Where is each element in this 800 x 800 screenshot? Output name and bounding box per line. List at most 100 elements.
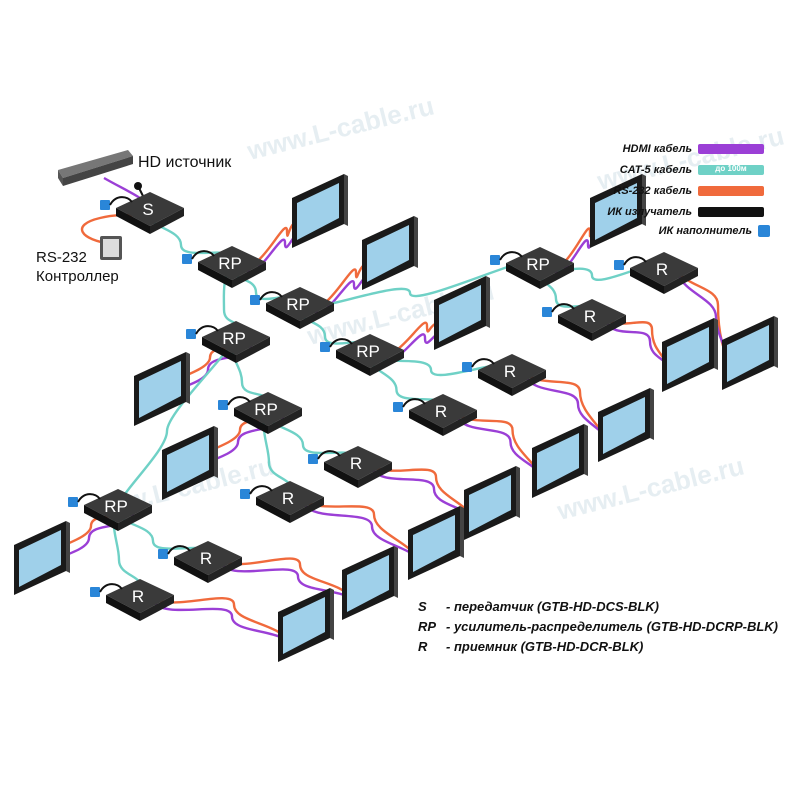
device-side <box>358 462 392 488</box>
note-rp-text: - усилитель-распределитель (GTB-HD-DCRP-… <box>446 619 779 634</box>
monitor-screen <box>167 435 209 492</box>
device-side <box>630 268 664 294</box>
monitor-display <box>434 276 490 350</box>
device-label: R <box>656 260 668 279</box>
ir-receiver-icon <box>90 587 100 597</box>
legend-cat5-swatch: до 100м <box>698 164 764 175</box>
receiver-device: R <box>158 541 242 583</box>
monitor-edge <box>330 588 334 640</box>
monitor-screen <box>347 555 389 612</box>
ir-receiver-icon <box>186 329 196 339</box>
legend-rs232-swatch <box>698 186 764 196</box>
ir-receiver-icon <box>542 307 552 317</box>
note-r-text: - приемник (GTB-HD-DCR-BLK) <box>446 639 644 654</box>
monitor-screen <box>413 515 455 572</box>
ir-cable <box>191 250 215 260</box>
device-top <box>506 247 574 281</box>
monitor-edge <box>486 276 490 328</box>
monitor-display <box>662 318 718 392</box>
legend-rs232-label: RS-232 кабель <box>613 185 692 197</box>
ir-receiver-icon <box>490 255 500 265</box>
cable-line <box>302 501 426 568</box>
receiver-device: R <box>393 394 477 436</box>
ir-receiver-icon <box>250 295 260 305</box>
device-side <box>443 410 477 436</box>
ir-receiver-icon <box>462 362 472 372</box>
ir-cable <box>329 338 353 348</box>
device-label: R <box>584 307 596 326</box>
device-top <box>116 192 184 226</box>
legend-cat5-tag: до 100м <box>715 164 747 173</box>
device-side <box>290 497 324 523</box>
monitor-edge <box>584 424 588 476</box>
device-side <box>409 410 443 436</box>
device-label: RP <box>254 400 278 419</box>
monitor-display <box>362 216 418 290</box>
device-top <box>198 246 266 280</box>
device-label: R <box>282 489 294 508</box>
controller-label-line2: Контроллер <box>36 268 119 285</box>
device-side <box>236 337 270 363</box>
device-label: RP <box>526 255 550 274</box>
legend-hdmi: HDMI кабель <box>623 143 764 155</box>
ir-cable <box>259 291 283 301</box>
device-top <box>558 299 626 333</box>
ir-cable <box>109 196 133 206</box>
ir-receiver-icon <box>614 260 624 270</box>
note-rp-code: RP <box>418 619 437 634</box>
legend-ir-emitter-label: ИК излучатель <box>607 206 692 218</box>
device-top <box>84 489 152 523</box>
monitor-edge <box>344 174 348 226</box>
ir-receiver-icon <box>240 489 250 499</box>
repeater-device: RP <box>250 287 334 329</box>
device-top <box>324 446 392 480</box>
legend-ir-receiver: ИК наполнитель <box>658 225 770 237</box>
device-label: RP <box>104 497 128 516</box>
ir-receiver-icon <box>393 402 403 412</box>
legend-ir-receiver-label: ИК наполнитель <box>658 225 752 237</box>
device-label: R <box>200 549 212 568</box>
monitor-screen <box>595 183 637 240</box>
monitor-display <box>408 506 464 580</box>
monitor-edge <box>714 318 718 370</box>
device-label: R <box>504 362 516 381</box>
device-label: R <box>435 402 447 421</box>
repeater-device: RP <box>218 392 302 434</box>
monitor-display <box>598 388 654 462</box>
monitor-display <box>134 352 190 426</box>
monitor-display <box>278 588 334 662</box>
receiver-device: R <box>90 579 174 621</box>
monitor-display <box>532 424 588 498</box>
watermark-text: www.L-cable.ru <box>243 90 437 166</box>
device-top <box>256 481 324 515</box>
monitor-display <box>14 521 70 595</box>
legend-cat5: CAT-5 кабель до 100м <box>620 164 764 176</box>
monitor-display <box>722 316 778 390</box>
hd-source-device <box>58 150 133 186</box>
device-side <box>664 268 698 294</box>
device-side <box>324 462 358 488</box>
receiver-device: R <box>542 299 626 341</box>
legend-ir-emitter: ИК излучатель <box>607 206 764 218</box>
ir-cable <box>551 303 575 313</box>
ir-cable <box>195 325 219 335</box>
ir-cable <box>623 256 647 266</box>
device-top <box>106 579 174 613</box>
ir-receiver-icon <box>320 342 330 352</box>
monitor-edge <box>66 521 70 573</box>
device-side <box>506 263 540 289</box>
monitor-display <box>464 466 520 540</box>
device-side <box>540 263 574 289</box>
device-label: R <box>132 587 144 606</box>
ir-cable <box>77 493 101 503</box>
monitor-edge <box>642 174 646 226</box>
monitor-screen <box>469 475 511 532</box>
device-side <box>256 497 290 523</box>
monitor-edge <box>414 216 418 268</box>
ir-cable <box>317 450 341 460</box>
rs232-controller-device <box>100 236 122 260</box>
ir-receiver-icon <box>158 549 168 559</box>
device-side <box>370 350 404 376</box>
